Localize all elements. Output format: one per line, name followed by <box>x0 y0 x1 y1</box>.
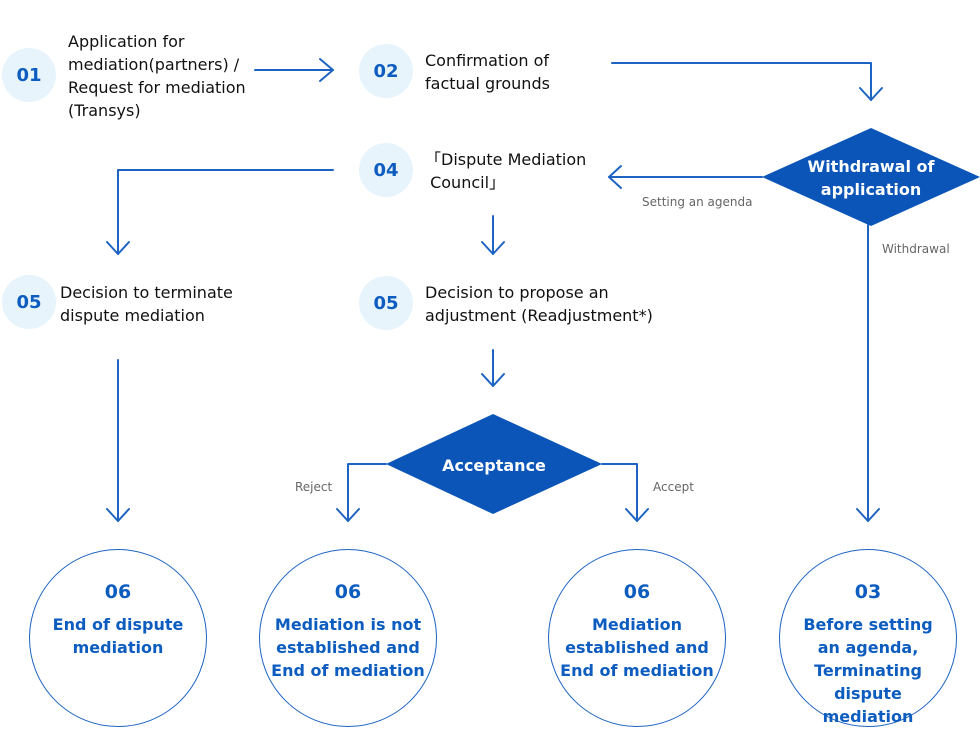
acceptance-decision-text: Acceptance <box>442 455 546 475</box>
step-05-propose-label: Decision to propose an adjustment (Readj… <box>425 283 653 325</box>
edge-label-reject: Reject <box>295 480 333 494</box>
edge-label-setting-agenda: Setting an agenda <box>642 195 753 209</box>
step-05-terminate-badge: 05 <box>2 275 56 329</box>
outcome-end-of-mediation: 06 End of dispute mediation <box>29 549 207 727</box>
withdrawal-diamond <box>762 128 980 226</box>
arrowhead-terminate-end <box>106 508 130 522</box>
outcome-before-agenda: 03 Before setting an agenda, Terminating… <box>779 549 957 727</box>
arrowhead-withdrawal-03 <box>856 508 880 522</box>
arrowhead-04-propose <box>481 241 505 255</box>
connector-04-terminate <box>117 169 334 255</box>
outcome-established: 06 Mediation established and End of medi… <box>548 549 726 727</box>
arrowhead-01-02 <box>319 58 334 82</box>
outcome-text: Before setting an agenda, Terminating di… <box>803 615 933 726</box>
step-04-badge: 04 <box>359 143 413 197</box>
connector-reject <box>347 463 387 522</box>
step-04-label: 「Dispute Mediation Council」 <box>425 150 587 192</box>
outcome-number: 03 <box>854 581 882 603</box>
outcome-text: End of dispute mediation <box>52 615 184 657</box>
step-05-terminate-label: Decision to terminate dispute mediation <box>60 283 233 325</box>
outcome-text: Mediation established and End of mediati… <box>560 615 714 680</box>
step-05-propose-badge: 05 <box>359 276 413 330</box>
outcome-text: Mediation is not established and End of … <box>271 615 425 680</box>
connector-accept <box>601 463 638 522</box>
arrowhead-reject <box>336 508 360 522</box>
step-01-label: Application for mediation(partners) / Re… <box>68 32 246 120</box>
outcome-number: 06 <box>623 581 651 603</box>
arrowhead-propose-acceptance <box>481 373 505 387</box>
step-02-label: Confirmation of factual grounds <box>425 51 550 93</box>
arrowhead-withdrawal-04 <box>608 165 622 189</box>
arrowhead-04-terminate <box>106 241 130 255</box>
edge-label-withdrawal: Withdrawal <box>882 242 950 256</box>
step-01-badge: 01 <box>2 48 56 102</box>
outcome-number: 06 <box>334 581 362 603</box>
withdrawal-decision-text: Withdrawal of application <box>807 157 935 199</box>
step-02-badge: 02 <box>359 44 413 98</box>
outcome-number: 06 <box>104 581 132 603</box>
acceptance-diamond <box>386 414 602 514</box>
connector-02-withdrawal <box>611 62 872 101</box>
edge-label-accept: Accept <box>653 480 694 494</box>
arrowhead-accept <box>625 508 649 522</box>
arrowhead-02-withdrawal <box>859 87 883 101</box>
outcome-not-established: 06 Mediation is not established and End … <box>259 549 437 727</box>
